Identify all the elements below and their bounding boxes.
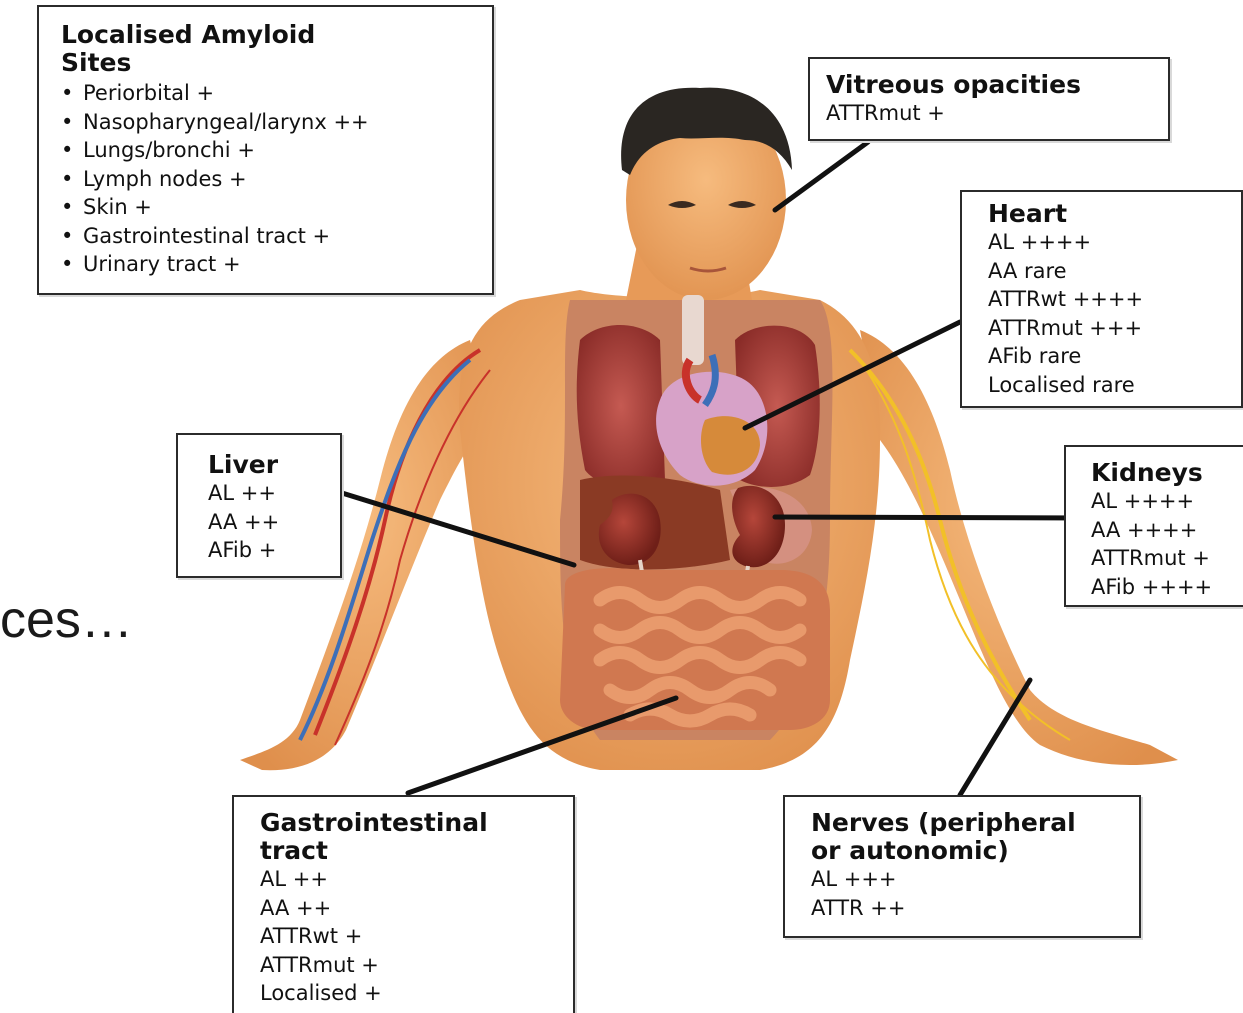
gi-item: AL ++ (260, 865, 573, 894)
localised-item: Lungs/bronchi + (61, 136, 492, 165)
vitreous-item: ATTRmut + (826, 99, 1168, 128)
localised-item: Skin + (61, 193, 492, 222)
heart-item: Localised rare (988, 371, 1241, 400)
kidneys-item: ATTRmut + (1091, 544, 1243, 573)
nerves-item: ATTR ++ (811, 894, 1139, 923)
liver-box: Liver AL ++ AA ++ AFib + (176, 433, 342, 578)
leader-line-nerves (960, 680, 1030, 795)
gi-title-line-1: Gastrointestinal (260, 809, 573, 837)
heart-item: AL ++++ (988, 228, 1241, 257)
kidneys-box: Kidneys AL ++++ AA ++++ ATTRmut + AFib +… (1064, 445, 1243, 607)
nerves-box: Nerves (peripheral or autonomic) AL +++ … (783, 795, 1141, 938)
gi-item: Localised + (260, 979, 573, 1008)
localised-item: Nasopharyngeal/larynx ++ (61, 108, 492, 137)
localised-title-line-1: Localised Amyloid (61, 21, 492, 49)
localised-site-list: Periorbital + Nasopharyngeal/larynx ++ L… (61, 79, 492, 279)
kidneys-item: AA ++++ (1091, 516, 1243, 545)
liver-title: Liver (208, 451, 340, 479)
vitreous-title: Vitreous opacities (826, 71, 1168, 99)
gi-item: AA ++ (260, 894, 573, 923)
localised-title-line-2: Sites (61, 49, 492, 77)
heart-item: ATTRwt ++++ (988, 285, 1241, 314)
heart-title: Heart (988, 200, 1241, 228)
heart-item: AA rare (988, 257, 1241, 286)
slide-text-fragment: ces… (0, 590, 133, 650)
trachea (682, 295, 704, 365)
localised-item: Lymph nodes + (61, 165, 492, 194)
gastrointestinal-box: Gastrointestinal tract AL ++ AA ++ ATTRw… (232, 795, 575, 1013)
heart-box: Heart AL ++++ AA rare ATTRwt ++++ ATTRmu… (960, 190, 1243, 408)
nerves-title-line-2: or autonomic) (811, 837, 1139, 865)
localised-item: Periorbital + (61, 79, 492, 108)
heart-item: ATTRmut +++ (988, 314, 1241, 343)
localised-amyloid-box: Localised Amyloid Sites Periorbital + Na… (37, 5, 494, 295)
liver-item: AL ++ (208, 479, 340, 508)
kidneys-item: AL ++++ (1091, 487, 1243, 516)
liver-item: AA ++ (208, 508, 340, 537)
nerves-item: AL +++ (811, 865, 1139, 894)
nerves-title-line-1: Nerves (peripheral (811, 809, 1139, 837)
localised-item: Gastrointestinal tract + (61, 222, 492, 251)
gi-title-line-2: tract (260, 837, 573, 865)
leader-line-kidneys (775, 517, 1088, 518)
gi-item: ATTRmut + (260, 951, 573, 980)
heart-item: AFib rare (988, 342, 1241, 371)
vitreous-opacities-box: Vitreous opacities ATTRmut + (808, 57, 1170, 141)
localised-item: Urinary tract + (61, 250, 492, 279)
gi-item: ATTRwt + (260, 922, 573, 951)
kidneys-title: Kidneys (1091, 459, 1243, 487)
liver-item: AFib + (208, 536, 340, 565)
kidneys-item: AFib ++++ (1091, 573, 1243, 602)
left-lung (577, 325, 665, 487)
